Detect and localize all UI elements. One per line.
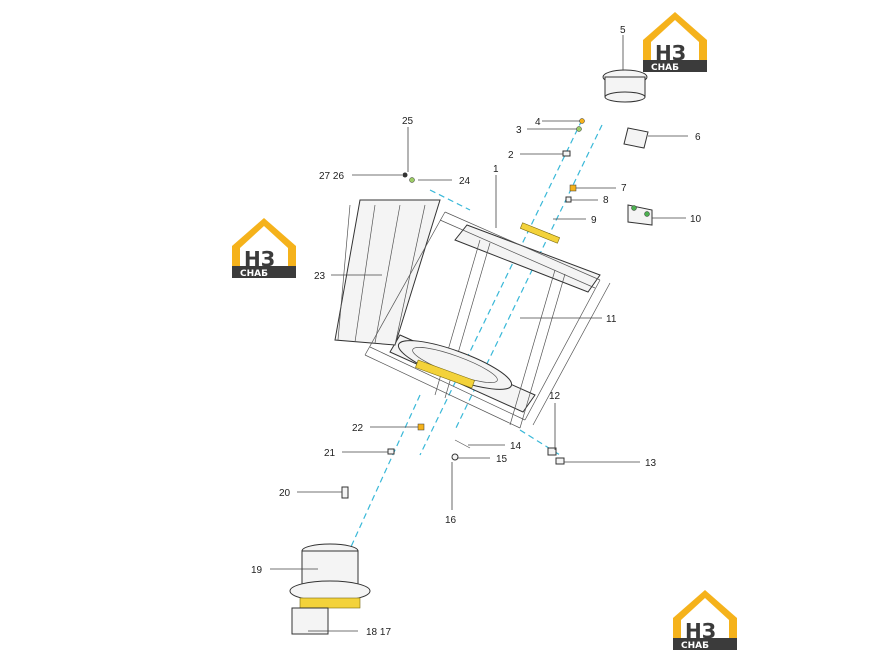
part-15-ring [451, 453, 459, 461]
label-part-14: 14 [510, 441, 522, 452]
part-20-bolt [341, 486, 349, 499]
label-part-19: 19 [251, 565, 263, 576]
part-26-27-screws [402, 172, 408, 178]
label-part-21: 21 [324, 448, 336, 459]
label-part-1: 1 [493, 164, 499, 175]
part-labels: 1 2 3 4 5 6 7 8 9 10 11 12 13 14 15 16 1… [251, 25, 702, 638]
brand-logo-top: НЗ СНАБ [643, 12, 707, 73]
drum-frame-assembly [334, 199, 611, 429]
label-part-11: 11 [606, 314, 617, 325]
label-part-2: 2 [508, 150, 514, 161]
label-part-6: 6 [695, 132, 701, 143]
label-part-20: 20 [279, 488, 291, 499]
assembly-axis-top [429, 189, 471, 211]
label-part-16: 16 [445, 515, 457, 526]
part-22-bush [417, 423, 425, 431]
assembly-axis-main [419, 119, 583, 456]
part-24-fitting [409, 177, 415, 183]
label-part-10: 10 [690, 214, 702, 225]
logo-word: СНАБ [681, 641, 709, 651]
brand-logo-bottom: НЗ СНАБ [673, 590, 737, 651]
label-part-27-26: 27 26 [319, 171, 344, 182]
part-6-plate [623, 127, 649, 149]
label-part-15: 15 [496, 454, 508, 465]
part-shapes [289, 69, 653, 635]
assembly-axis-lower [344, 394, 421, 561]
label-part-24: 24 [459, 176, 471, 187]
label-part-23: 23 [314, 271, 326, 282]
label-part-18-17: 18 17 [366, 627, 391, 638]
tie-rod-right [509, 269, 556, 426]
part-17-18-gear [299, 597, 361, 609]
part-12-valve [547, 447, 557, 456]
gear-teeth-highlight [415, 359, 475, 389]
part-17-18-housing [291, 607, 329, 635]
label-part-4: 4 [535, 117, 541, 128]
part-2-bolt [562, 150, 571, 157]
part-21-washer [387, 448, 395, 455]
label-part-22: 22 [352, 423, 364, 434]
part-4-nut [579, 118, 585, 124]
part-14-pin [454, 439, 471, 449]
assembly-axis-side [519, 429, 561, 456]
label-part-8: 8 [603, 195, 609, 206]
label-part-3: 3 [516, 125, 522, 136]
part-3-washer [576, 126, 582, 132]
brand-logo-left: НЗ СНАБ [232, 218, 296, 279]
label-part-13: 13 [645, 458, 657, 469]
part-7-fitting [569, 184, 577, 192]
label-part-9: 9 [591, 215, 597, 226]
part-13-fitting [555, 457, 565, 465]
logo-word: СНАБ [240, 269, 268, 279]
label-part-25: 25 [402, 116, 414, 127]
label-part-7: 7 [621, 183, 627, 194]
label-part-12: 12 [549, 391, 561, 402]
logo-word: СНАБ [651, 63, 679, 73]
label-part-5: 5 [620, 25, 626, 36]
leader-lines [270, 35, 688, 632]
part-8-pin [565, 196, 572, 203]
